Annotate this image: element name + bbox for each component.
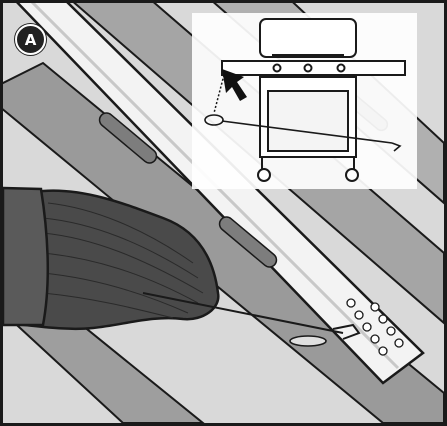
knob: [274, 65, 281, 72]
wheel: [258, 169, 270, 181]
wheel: [346, 169, 358, 181]
step-letter-badge: A: [15, 24, 46, 55]
grill-lid: [260, 19, 356, 57]
knob: [338, 65, 345, 72]
cart-door: [268, 91, 348, 151]
gas-grill-icon: [192, 13, 417, 189]
knob: [305, 65, 312, 72]
control-panel: [222, 61, 405, 75]
